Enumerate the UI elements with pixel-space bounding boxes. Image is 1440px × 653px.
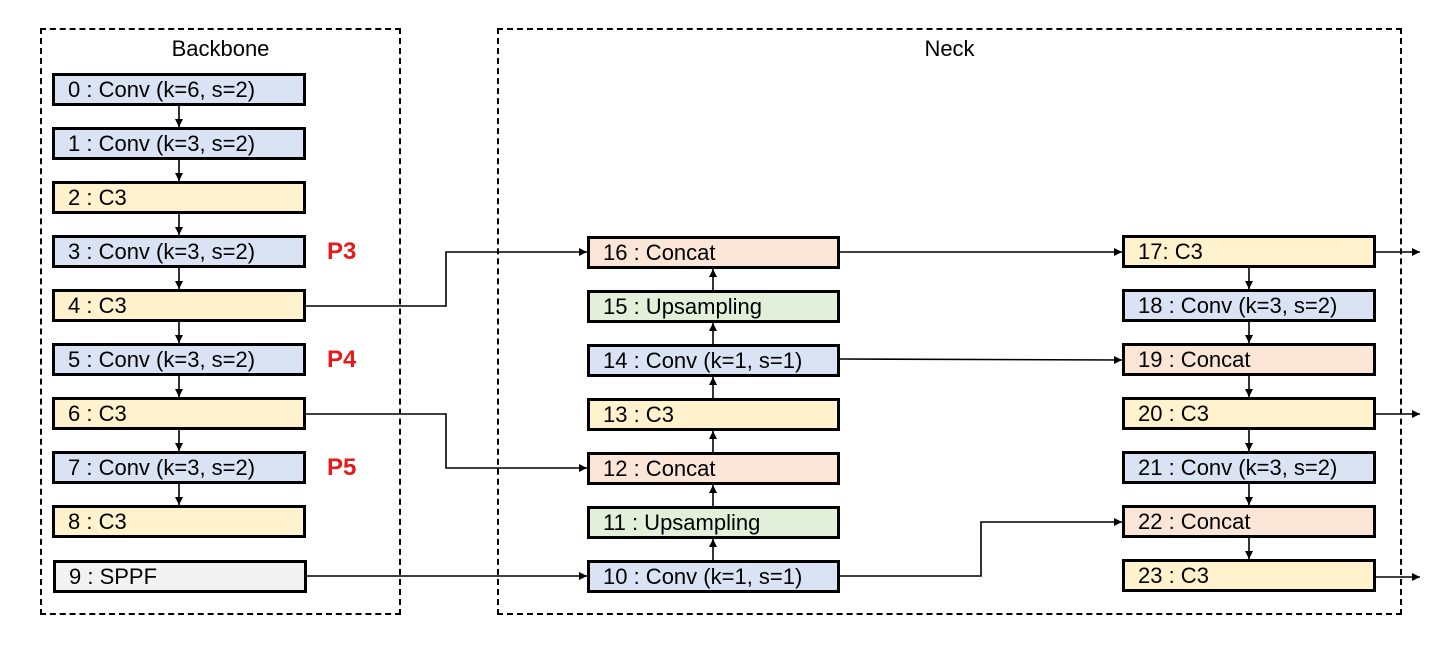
node-3-conv: 3 : Conv (k=3, s=2)	[52, 235, 306, 268]
label-p4: P4	[327, 346, 357, 373]
node-6-c3: 6 : C3	[52, 397, 306, 430]
node-10-conv: 10 : Conv (k=1, s=1)	[587, 560, 840, 593]
node-21-conv: 21 : Conv (k=3, s=2)	[1122, 451, 1376, 484]
node-14-conv: 14 : Conv (k=1, s=1)	[587, 344, 840, 377]
backbone-title: Backbone	[171, 36, 270, 61]
node-20-c3: 20 : C3	[1122, 397, 1376, 430]
node-2-c3: 2 : C3	[52, 181, 306, 214]
node-11-upsampling: 11 : Upsampling	[587, 506, 840, 539]
node-4-c3: 4 : C3	[52, 289, 306, 322]
node-18-conv: 18 : Conv (k=3, s=2)	[1122, 289, 1376, 322]
node-7-conv: 7 : Conv (k=3, s=2)	[52, 451, 306, 484]
node-17-c3: 17: C3	[1122, 235, 1376, 268]
arrow-14-19	[839, 355, 1123, 364]
arrow-6-12	[306, 413, 587, 472]
node-8-c3: 8 : C3	[52, 505, 306, 538]
label-p3: P3	[327, 238, 357, 265]
node-0-conv: 0 : Conv (k=6, s=2)	[52, 73, 306, 106]
neck-title: Neck	[924, 36, 975, 61]
arrow-4-16	[306, 248, 587, 307]
node-13-c3: 13 : C3	[587, 398, 840, 431]
node-16-concat: 16 : Concat	[587, 236, 840, 269]
node-19-concat: 19 : Concat	[1122, 343, 1376, 376]
node-22-concat: 22 : Concat	[1122, 505, 1376, 538]
label-p5: P5	[327, 454, 357, 481]
neck-group	[497, 28, 1402, 615]
node-23-c3: 23 : C3	[1122, 559, 1376, 592]
node-5-conv: 5 : Conv (k=3, s=2)	[52, 343, 306, 376]
node-1-conv: 1 : Conv (k=3, s=2)	[52, 127, 306, 160]
node-12-concat: 12 : Concat	[587, 452, 840, 485]
backbone-group	[40, 28, 401, 615]
node-15-upsampling: 15 : Upsampling	[587, 290, 840, 323]
node-9-sppf: 9 : SPPF	[53, 560, 307, 593]
arrow-10-22	[840, 518, 1122, 577]
